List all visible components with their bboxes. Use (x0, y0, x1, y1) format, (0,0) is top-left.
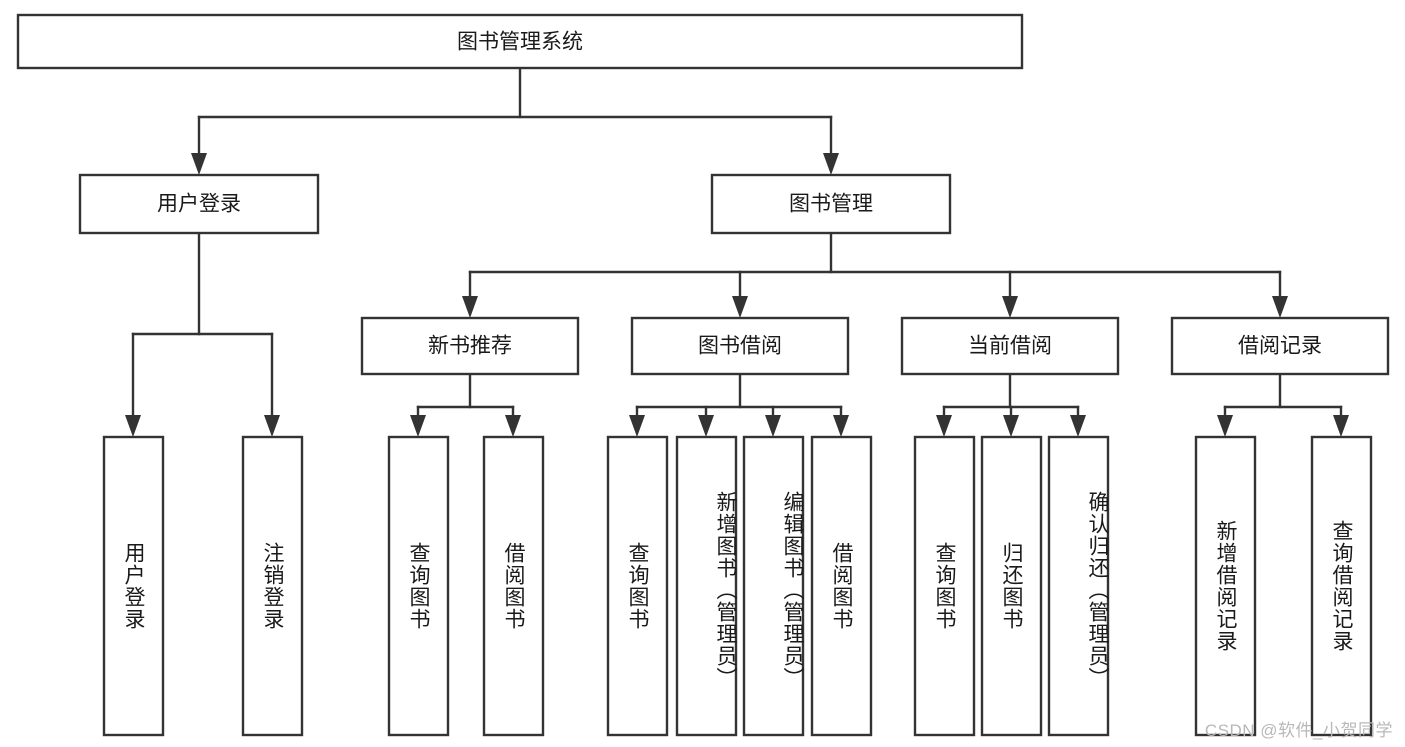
node-current-borrow[interactable]: 当前借阅 (900, 316, 1120, 376)
leaf-box-cb-query-book[interactable] (913, 435, 976, 737)
leaf-boxes (102, 435, 1373, 737)
arrow-head-br-query (1333, 415, 1349, 437)
leaf-box-bb-edit-book[interactable] (742, 435, 805, 737)
arrow-head-cb-return (1003, 415, 1019, 437)
node-borrow-record[interactable]: 借阅记录 (1170, 316, 1390, 376)
leaf-box-cb-return-book[interactable] (980, 435, 1043, 737)
leaf-box-br-query-record[interactable] (1310, 435, 1373, 737)
node-book-management-label: 图书管理 (789, 193, 873, 216)
node-new-book-recommend-label: 新书推荐 (428, 335, 512, 358)
connector-group-current-borrow (936, 372, 1086, 437)
node-book-borrow-box[interactable] (630, 316, 850, 376)
node-book-management[interactable]: 图书管理 (710, 173, 952, 235)
arrow-head-nbr-borrow (505, 415, 521, 437)
arrow-head-leaf-logout (264, 415, 280, 437)
leaf-box-nbr-query-book[interactable] (387, 435, 450, 737)
arrow-head-bb-add (698, 415, 714, 437)
node-current-borrow-box[interactable] (900, 316, 1120, 376)
node-current-borrow-label: 当前借阅 (968, 335, 1052, 358)
arrow-head-bb-borrow (833, 415, 849, 437)
node-book-management-box[interactable] (710, 173, 952, 235)
connector-group-new-book-rec (410, 372, 521, 437)
leaf-box-cb-confirm-return[interactable] (1047, 435, 1110, 737)
leaf-box-nbr-borrow-book[interactable] (482, 435, 545, 737)
leaf-box-bb-add-book[interactable] (675, 435, 738, 737)
leaf-box-bb-query-book[interactable] (606, 435, 669, 737)
connector-group-borrow-record (1217, 372, 1349, 437)
leaf-box-bb-borrow-book[interactable] (810, 435, 873, 737)
node-root[interactable]: 图书管理系统 (16, 13, 1024, 70)
arrow-head-user-login (191, 153, 207, 175)
arrow-head-book-borrow (732, 296, 748, 318)
arrow-head-borrow-record (1272, 296, 1288, 318)
arrow-head-bb-edit (765, 415, 781, 437)
leaf-box-user-login[interactable] (102, 435, 165, 737)
leaf-box-logout[interactable] (241, 435, 304, 737)
csdn-watermark: CSDN @软件_小贺同学 (1204, 721, 1393, 740)
connector-group-user-login (125, 231, 280, 437)
node-user-login-label: 用户登录 (157, 193, 241, 216)
node-user-login-box[interactable] (78, 173, 320, 235)
node-new-book-recommend-box[interactable] (360, 316, 580, 376)
arrow-head-leaf-user-login (125, 415, 141, 437)
connector-group-book-borrow (629, 372, 849, 437)
arrow-head-book-mgmt (823, 153, 839, 175)
connector-group-book-mgmt (462, 231, 1288, 318)
connector-group-root (191, 66, 839, 175)
node-root-label: 图书管理系统 (457, 31, 583, 54)
node-borrow-record-label: 借阅记录 (1238, 335, 1322, 358)
arrow-head-current-borrow (1002, 296, 1018, 318)
arrow-head-cb-confirm (1070, 415, 1086, 437)
node-book-borrow-label: 图书借阅 (698, 335, 782, 358)
arrow-head-br-add (1217, 415, 1233, 437)
leaf-box-br-add-record[interactable] (1194, 435, 1257, 737)
node-book-borrow[interactable]: 图书借阅 (630, 316, 850, 376)
arrow-head-cb-query (936, 415, 952, 437)
node-root-box[interactable] (16, 13, 1024, 70)
arrow-head-bb-query (629, 415, 645, 437)
node-borrow-record-box[interactable] (1170, 316, 1390, 376)
arrow-head-new-book-rec (462, 296, 478, 318)
node-user-login[interactable]: 用户登录 (78, 173, 320, 235)
node-new-book-recommend[interactable]: 新书推荐 (360, 316, 580, 376)
arrow-head-nbr-query (410, 415, 426, 437)
